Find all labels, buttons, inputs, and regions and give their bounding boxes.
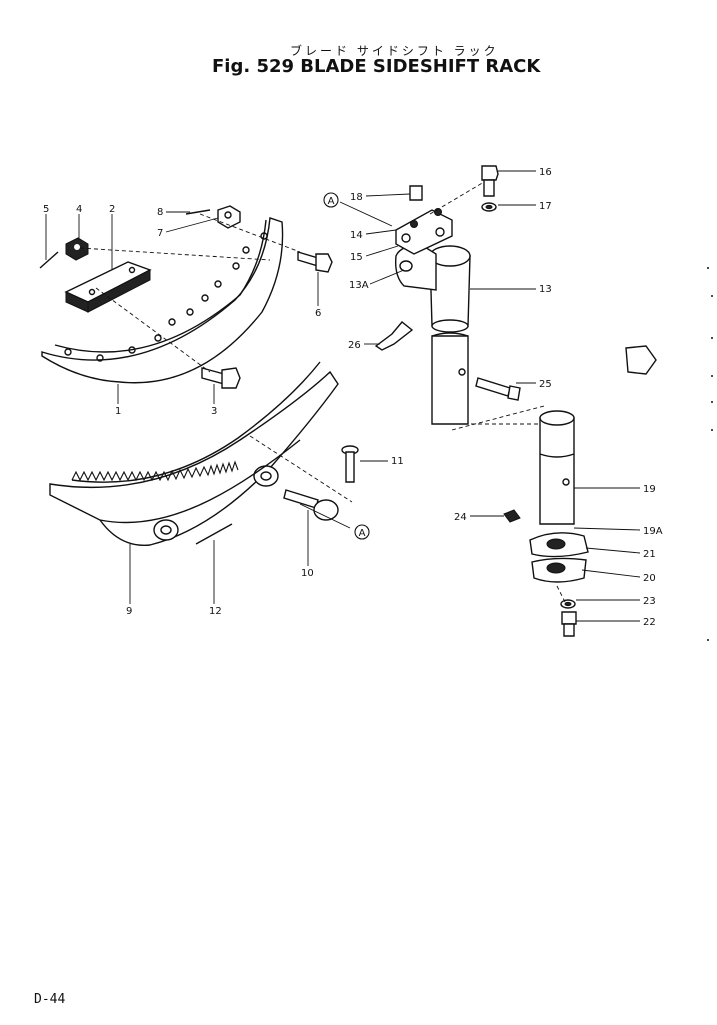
part-label: 23 xyxy=(643,596,656,607)
part-6-bolt xyxy=(297,251,333,273)
part-21-clamp-upper xyxy=(529,532,589,558)
part-26-clip xyxy=(374,321,414,351)
part-25-bolt xyxy=(475,377,521,401)
part-18-grease-fitting xyxy=(409,185,423,201)
part-label: 3 xyxy=(211,406,217,417)
part-17-washer xyxy=(481,202,497,212)
part-13-tube-bracket xyxy=(394,243,471,333)
title-japanese: ブレード サイドシフト ラック xyxy=(290,44,499,58)
part-label: 10 xyxy=(301,568,314,579)
part-label: 13A xyxy=(349,280,369,291)
part-20-clamp-lower xyxy=(531,557,587,583)
part-8-cotter-pin xyxy=(185,209,211,215)
middle-tube xyxy=(431,332,469,425)
part-2-shim-plates xyxy=(64,261,152,313)
part-23-washer xyxy=(560,599,576,609)
part-label: 16 xyxy=(539,167,552,178)
part-label: 20 xyxy=(643,573,656,584)
part-label: 1 xyxy=(115,406,121,417)
part-3-bolt xyxy=(201,367,241,389)
leader-lines xyxy=(45,170,641,622)
part-label: 26 xyxy=(348,340,361,351)
part-label: 4 xyxy=(76,204,82,215)
part-label: 5 xyxy=(43,204,49,215)
part-label: 18 xyxy=(350,192,363,203)
part-label: 12 xyxy=(209,606,222,617)
part-label: 21 xyxy=(643,549,656,560)
part-12-cotter-pin xyxy=(195,523,233,545)
part-label: 8 xyxy=(157,207,163,218)
margin-marks xyxy=(625,267,713,641)
part-label: 17 xyxy=(539,201,552,212)
part-16-bolt xyxy=(481,165,499,197)
part-label: 25 xyxy=(539,379,552,390)
callout-a-label: A xyxy=(359,528,366,539)
part-14-cap xyxy=(395,208,453,255)
part-1-curved-bar xyxy=(41,217,284,384)
figure-title: Fig. 529 BLADE SIDESHIFT RACK xyxy=(212,56,541,77)
part-label: 14 xyxy=(350,230,363,241)
part-label: 6 xyxy=(315,308,321,319)
part-5-cotter-pin xyxy=(39,251,59,269)
part-label: 2 xyxy=(109,204,115,215)
part-number-labels: 1 2 3 4 5 6 7 8 9 10 11 12 13 13A 14 15 … xyxy=(43,167,663,628)
part-10-pin xyxy=(283,489,339,521)
part-label: 24 xyxy=(454,512,467,523)
part-24-fitting xyxy=(503,509,521,523)
part-label: 15 xyxy=(350,252,363,263)
part-label: 9 xyxy=(126,606,132,617)
part-label: 19A xyxy=(643,526,663,537)
part-label: 19 xyxy=(643,484,656,495)
callout-a-upper: A xyxy=(323,192,339,208)
part-label: 7 xyxy=(157,228,163,239)
callout-a-label: A xyxy=(328,196,335,207)
part-label: 22 xyxy=(643,617,656,628)
part-9-toothed-rack xyxy=(49,361,339,546)
part-label: 13 xyxy=(539,284,552,295)
part-4-nut xyxy=(65,237,89,261)
part-11-pin xyxy=(341,445,359,483)
part-label: 11 xyxy=(391,456,404,467)
part-22-bolt xyxy=(561,611,577,637)
part-19-lower-tube xyxy=(539,410,575,525)
page-number: D-44 xyxy=(34,992,66,1007)
callout-a-lower: A xyxy=(354,524,370,540)
